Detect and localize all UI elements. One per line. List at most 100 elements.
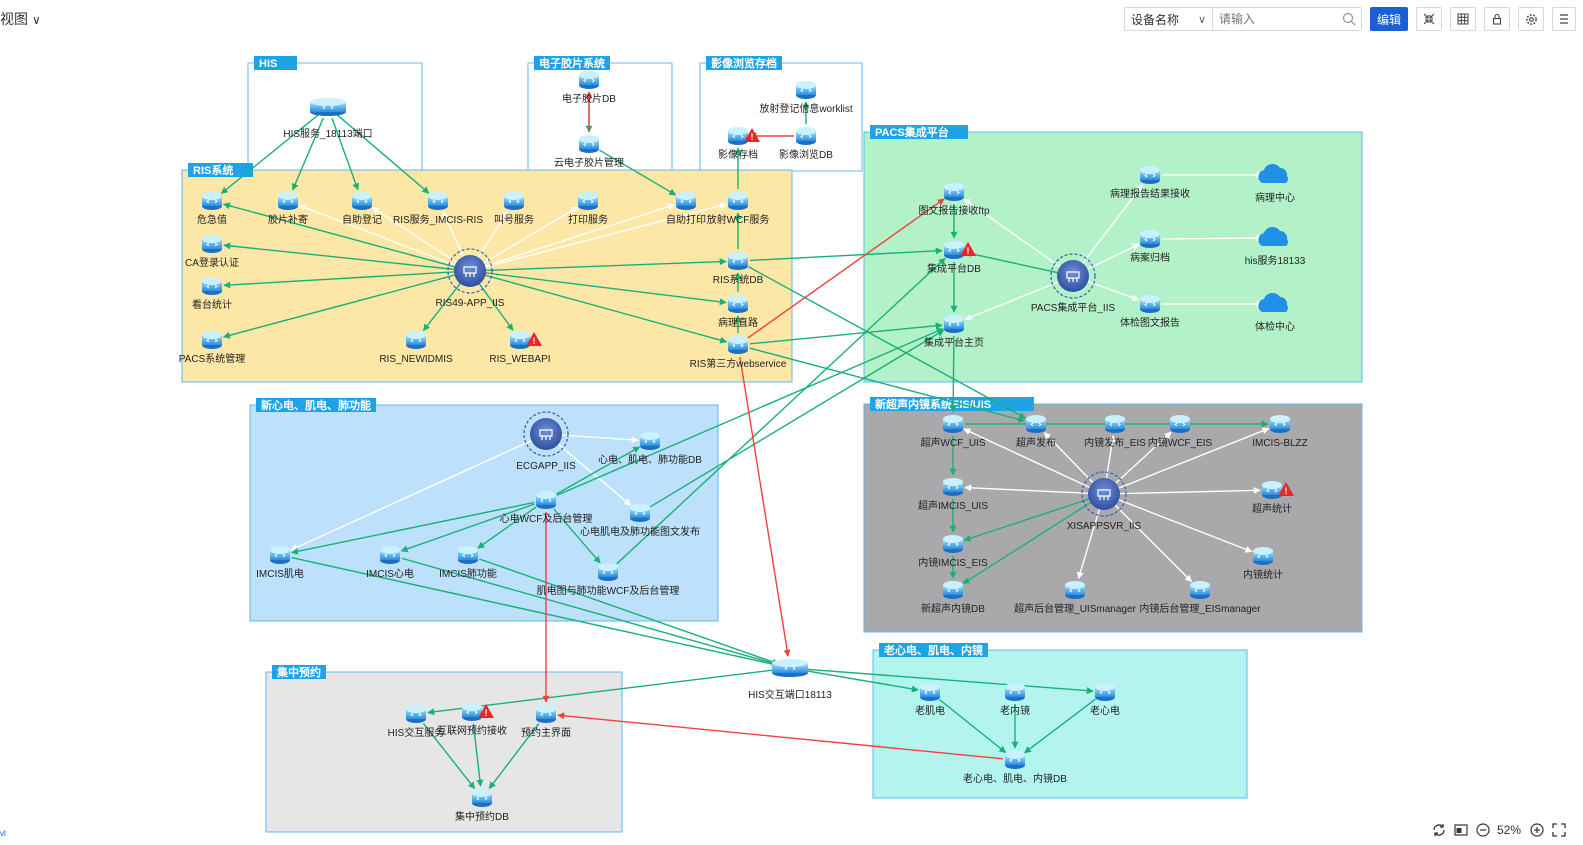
node-us_wcf[interactable]: 超声WCF_UIS: [921, 415, 986, 449]
node-film_db[interactable]: 电子胶片DB: [562, 71, 616, 105]
network-icon: [539, 429, 553, 440]
node-his18133[interactable]: his服务18133: [1245, 226, 1306, 267]
node-path_recv[interactable]: 病理报告结果接收: [1110, 166, 1190, 200]
node-self_print[interactable]: 自助打印: [666, 192, 706, 226]
node-book_main[interactable]: 预约主界面: [521, 705, 571, 739]
node-rad_wcf[interactable]: 放射WCF服务: [707, 192, 770, 226]
edge-ecg_wcf-emg_wcf: [553, 508, 601, 564]
node-label: ECGAPP_IIS: [516, 461, 576, 472]
zoom-level: 52%: [1497, 823, 1522, 837]
node-pacs_app[interactable]: PACS集成平台_IIS: [1031, 253, 1116, 314]
collapse-button[interactable]: [1416, 7, 1442, 31]
device-top: [943, 478, 963, 486]
node-his_svc[interactable]: HIS服务_18113端口: [283, 98, 373, 140]
node-blzz[interactable]: IMCIS-BLZZ: [1252, 415, 1308, 449]
node-ris_newid[interactable]: RIS_NEWIDMIS: [379, 331, 453, 365]
lock-button[interactable]: [1484, 7, 1510, 31]
node-ecg_db[interactable]: 心电、肌电、肺功能DB: [598, 432, 702, 466]
node-cloud_film[interactable]: 云电子胶片管理: [554, 135, 624, 169]
node-worklist[interactable]: 放射登记信息worklist: [759, 81, 853, 115]
node-xisa[interactable]: XISAPPSVR_IIS: [1067, 471, 1142, 532]
device-top: [504, 192, 524, 200]
refresh-icon[interactable]: [1431, 822, 1447, 838]
minimap-icon[interactable]: [1453, 822, 1469, 838]
device-body: [796, 85, 816, 95]
node-stats[interactable]: 看台统计: [192, 277, 232, 311]
node-old_ecg[interactable]: 老心电: [1090, 683, 1120, 717]
node-imcis_ecg[interactable]: IMCIS心电: [366, 546, 414, 580]
node-endo_imcis[interactable]: 内镜IMCIS_EIS: [918, 535, 988, 569]
node-endo_stats[interactable]: 内镜统计: [1243, 547, 1283, 581]
node-old_db[interactable]: 老心电、肌电、内镜DB: [963, 751, 1067, 785]
node-ris_app[interactable]: RIS49-APP_IIS: [436, 248, 505, 309]
device-top: [796, 127, 816, 135]
zoom-out-icon[interactable]: [1475, 822, 1491, 838]
node-weiji[interactable]: 危急值: [197, 192, 227, 226]
node-new_db[interactable]: 新超声内镜DB: [921, 581, 985, 615]
code-icon: [732, 199, 744, 204]
settings-button[interactable]: [1518, 7, 1544, 31]
node-endo_mgr[interactable]: 内镜后台管理_EISmanager: [1139, 581, 1261, 615]
more-button[interactable]: [1552, 7, 1576, 31]
node-ca[interactable]: CA登录认证: [185, 235, 239, 269]
zoom-in-icon[interactable]: [1529, 822, 1545, 838]
node-imcis_lung[interactable]: IMCIS肺功能: [439, 546, 497, 580]
node-old_endo[interactable]: 老内镜: [1000, 683, 1030, 717]
node-ris_webapi[interactable]: !RIS_WEBAPI: [489, 331, 551, 365]
node-pacs_mgr[interactable]: PACS系统管理: [179, 331, 246, 365]
node-ftp[interactable]: 图文报告接收ftp: [918, 183, 990, 217]
node-old_emg[interactable]: 老肌电: [915, 683, 945, 717]
device-body: [270, 550, 290, 560]
hub-core: [454, 255, 486, 287]
node-img_db[interactable]: 影像浏览DB: [779, 127, 833, 161]
device-top: [202, 331, 222, 339]
node-his_io[interactable]: HIS交互端口18113: [748, 659, 832, 701]
node-ris_3rd[interactable]: RIS第三方webservice: [690, 336, 787, 370]
code-icon: [1144, 302, 1156, 307]
fullscreen-icon[interactable]: [1551, 822, 1567, 838]
node-endo_wcf[interactable]: 内镜WCF_EIS: [1148, 415, 1213, 449]
node-path_archive[interactable]: 病案归档: [1130, 230, 1170, 264]
node-us_stats[interactable]: !超声统计: [1252, 481, 1294, 515]
node-self_reg[interactable]: 自助登记: [342, 192, 382, 226]
node-pacs_main[interactable]: 集成平台主页: [924, 315, 984, 349]
code-icon: [1030, 422, 1042, 427]
node-path_route[interactable]: 病理直路: [718, 295, 758, 329]
edit-button[interactable]: 编辑: [1370, 7, 1408, 31]
node-print[interactable]: 打印服务: [568, 192, 608, 226]
node-label: 心电WCF及后台管理: [500, 512, 593, 525]
node-endo_pub[interactable]: 内镜发布_EIS: [1084, 415, 1146, 449]
node-ecg_pub[interactable]: 心电肌电及肺功能图文发布: [580, 504, 700, 538]
search-icon[interactable]: [1342, 12, 1356, 26]
search-input[interactable]: [1212, 7, 1362, 31]
edge-ris_app-ca: [223, 242, 459, 271]
node-ecg_wcf[interactable]: 心电WCF及后台管理: [500, 491, 593, 525]
grid-button[interactable]: [1450, 7, 1476, 31]
node-label: 病理报告结果接收: [1110, 187, 1190, 200]
node-imcis_emg[interactable]: IMCIS肌电: [256, 546, 304, 580]
node-pacs_db[interactable]: !集成平台DB: [927, 241, 981, 275]
node-call[interactable]: 叫号服务: [494, 192, 534, 226]
edge-xisa-endo_mgr: [1111, 501, 1193, 583]
node-us_mgr[interactable]: 超声后台管理_UISmanager: [1014, 581, 1137, 615]
node-path_center[interactable]: 病理中心: [1255, 163, 1295, 204]
edge-ecg_wcf-pacs_main: [556, 328, 944, 496]
device-body: [796, 131, 816, 141]
node-exam_center[interactable]: 体检中心: [1255, 292, 1295, 333]
node-us_pub[interactable]: 超声发布: [1016, 415, 1056, 449]
node-ris_db[interactable]: RIS系统DB: [713, 252, 764, 286]
node-web_recv[interactable]: !互联网预约接收: [437, 703, 507, 737]
node-ris_imcis[interactable]: RIS服务_IMCIS-RIS: [393, 192, 483, 226]
field-select[interactable]: 设备名称 ∨: [1124, 7, 1212, 31]
edge-ecg_app-ecg_db: [557, 434, 639, 444]
node-film_fix[interactable]: 胶片补寄: [268, 192, 308, 226]
node-ecg_app[interactable]: ECGAPP_IIS: [516, 411, 576, 472]
node-book_db[interactable]: 集中预约DB: [455, 789, 509, 823]
edge-xisa-new_db: [962, 499, 1095, 585]
node-exam_rpt[interactable]: 体检图文报告: [1120, 295, 1180, 329]
node-img_store[interactable]: !影像存档: [718, 127, 760, 161]
node-emg_wcf[interactable]: 肌电图与肺功能WCF及后台管理: [537, 563, 680, 597]
view-selector[interactable]: 视图∨: [0, 9, 41, 29]
node-his_svc2[interactable]: HIS交互服务: [388, 705, 445, 739]
node-us_imcis[interactable]: 超声IMCIS_UIS: [918, 478, 988, 512]
